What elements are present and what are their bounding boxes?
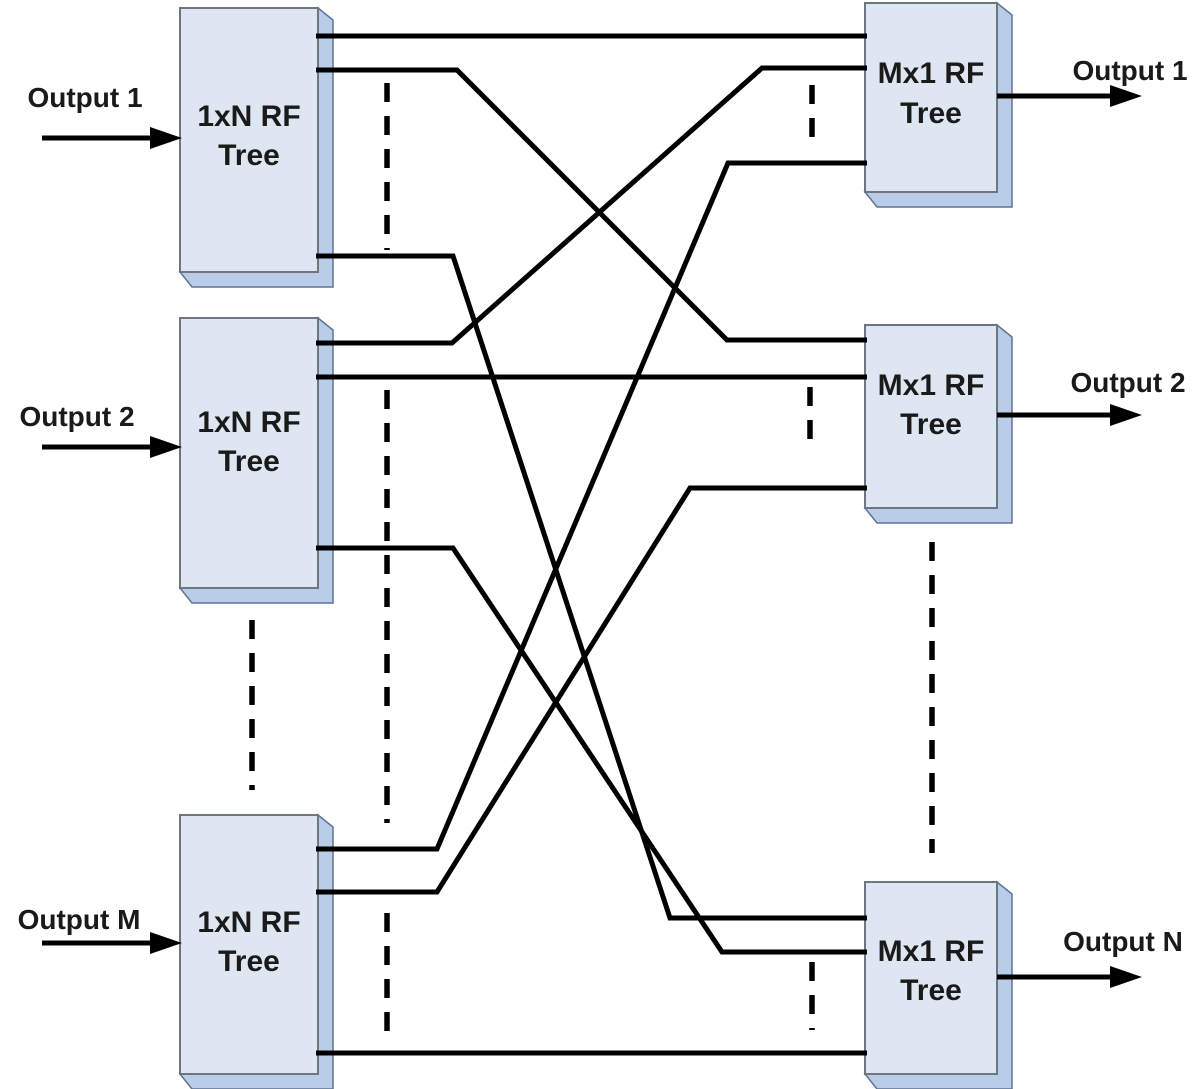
output-arrow-head xyxy=(1110,404,1142,426)
left-block-2-label-line1: 1xN RF xyxy=(197,406,300,439)
block-labels: 1xN RF Tree 1xN RF Tree 1xN RF Tree Mx1 … xyxy=(197,57,984,1007)
connection-l3p2-r2p3 xyxy=(316,485,867,895)
block-face xyxy=(179,317,319,589)
output-label-2: Output 2 xyxy=(1070,367,1185,398)
input-arrow-head xyxy=(150,932,182,954)
input-label-1: Output 1 xyxy=(27,82,142,113)
connection-l2p1-r1p2 xyxy=(316,65,867,346)
output-arrow-head xyxy=(1110,966,1142,988)
left-block-3-label-line1: 1xN RF xyxy=(197,906,300,939)
input-label-m: Output M xyxy=(18,904,141,935)
connection-lines xyxy=(316,33,867,1056)
left-block-3 xyxy=(178,813,334,1089)
connection-l1p3-r3p1 xyxy=(316,253,867,921)
input-label-2: Output 2 xyxy=(19,401,134,432)
block-face xyxy=(179,814,319,1075)
block-face xyxy=(864,324,998,509)
output-arrow-n: Output N xyxy=(997,926,1183,988)
left-block-1 xyxy=(178,6,334,288)
left-block-2 xyxy=(178,316,334,604)
output-label-n: Output N xyxy=(1063,926,1183,957)
left-block-2-label-line2: Tree xyxy=(218,445,280,478)
right-block-3 xyxy=(863,880,1013,1089)
block-face xyxy=(179,7,319,273)
right-block-1 xyxy=(863,1,1013,208)
block-face xyxy=(864,881,998,1075)
output-arrow-head xyxy=(1110,85,1142,107)
right-block-1-label-line1: Mx1 RF xyxy=(878,57,985,90)
input-arrow-2: Output 2 xyxy=(19,401,182,458)
left-block-3-label-line2: Tree xyxy=(218,945,280,978)
connection-l3p1-r1p3 xyxy=(316,160,867,852)
right-block-1-label-line2: Tree xyxy=(900,97,962,130)
left-block-1-label-line1: 1xN RF xyxy=(197,100,300,133)
right-block-3-label-line1: Mx1 RF xyxy=(878,935,985,968)
ellipsis-lines xyxy=(249,83,935,1035)
block-face xyxy=(864,2,998,193)
output-arrow-2: Output 2 xyxy=(997,367,1186,426)
left-block-1-label-line2: Tree xyxy=(218,139,280,172)
output-label-1: Output 1 xyxy=(1072,55,1187,86)
input-arrow-1: Output 1 xyxy=(27,82,182,149)
right-block-2 xyxy=(863,323,1013,524)
input-arrow-head xyxy=(150,436,182,458)
right-block-3-label-line2: Tree xyxy=(900,974,962,1007)
connection-l2p3-r3p2 xyxy=(316,545,867,955)
input-arrow-m: Output M xyxy=(18,904,182,954)
connection-l1p2-r2p1 xyxy=(316,67,867,343)
input-arrow-head xyxy=(150,127,182,149)
right-block-2-label-line1: Mx1 RF xyxy=(878,369,985,402)
output-arrow-1: Output 1 xyxy=(997,55,1188,107)
right-block-2-label-line2: Tree xyxy=(900,408,962,441)
